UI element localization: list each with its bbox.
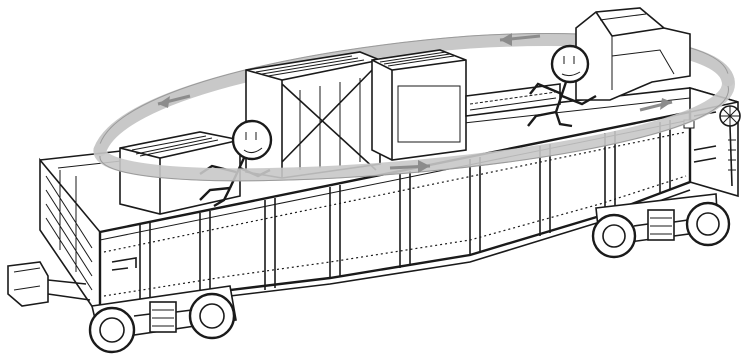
rotation-arrow-icon [639,98,673,112]
crate-icon [245,51,381,179]
side-stakes [139,120,671,312]
crate-icon [575,7,691,101]
brake-wheel-icon [719,105,741,187]
crate-icon [465,83,561,117]
coupler-icon [7,261,91,307]
stick-figure-icon [527,44,597,128]
rotation-arrow-icon [499,33,541,46]
rotation-arrow-icon [157,94,191,108]
truck-wheel-icon [591,193,731,259]
truck-wheel-icon [88,285,237,354]
rotation-arrow-icon [389,160,431,173]
end-wall-ribs [45,170,93,291]
end-step-icon [111,257,137,271]
crate-icon [371,49,467,161]
cargo [119,7,691,215]
rivet-rows [103,131,687,297]
